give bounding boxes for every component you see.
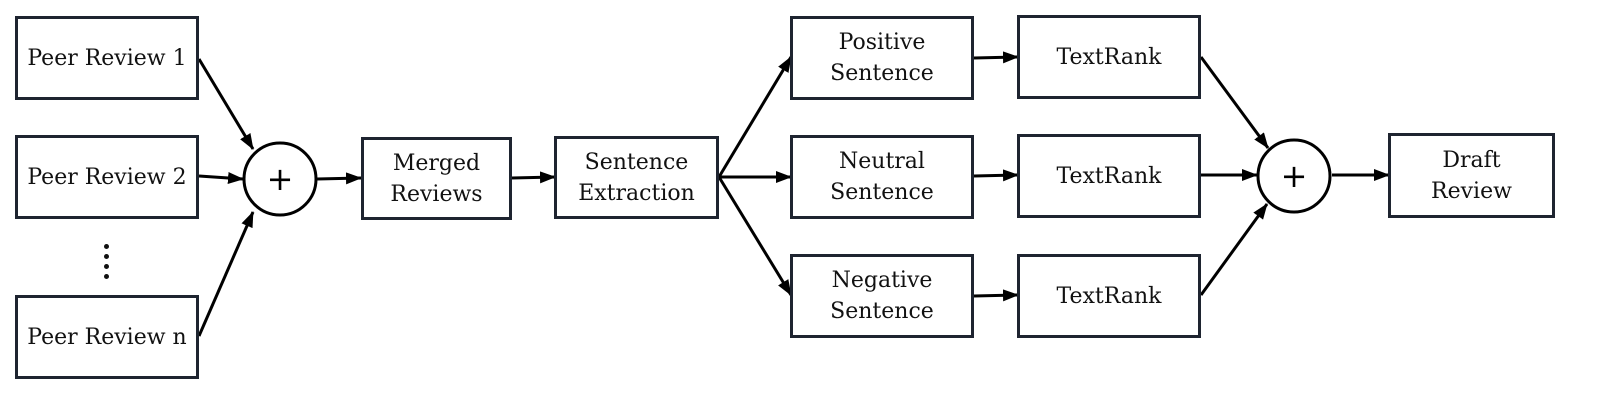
arrow-review1-to-merge — [197, 58, 255, 150]
arrow-extraction-to-positive — [717, 56, 793, 178]
peer-review-1-label: Peer Review 1 — [27, 45, 187, 71]
textrank-top-box: TextRank — [1017, 15, 1201, 99]
sentence-extraction-label: Sentence Extraction — [578, 149, 695, 206]
peer-review-n-label: Peer Review n — [27, 324, 187, 350]
merged-reviews-label: Merged Reviews — [390, 150, 483, 207]
textrank-middle-label: TextRank — [1056, 163, 1162, 189]
arrow-reviewn-to-merge — [197, 211, 255, 337]
arrow-merged-to-extraction — [511, 171, 556, 184]
arrow-merge-to-merged — [316, 172, 362, 185]
arrow-neutral-to-rank — [973, 169, 1019, 182]
positive-sentence-label: Positive Sentence — [830, 30, 934, 86]
merged-reviews-box: Merged Reviews — [361, 137, 512, 220]
textrank-middle-box: TextRank — [1017, 134, 1201, 218]
peer-review-n-box: Peer Review n — [15, 295, 199, 379]
arrow-negative-to-rank — [973, 289, 1019, 302]
merge-symbol: + — [267, 160, 294, 198]
peer-review-1-box: Peer Review 1 — [15, 16, 199, 100]
arrow-rank-bottom-to-combine — [1199, 203, 1269, 296]
textrank-bottom-label: TextRank — [1056, 283, 1162, 309]
peer-review-2-box: Peer Review 2 — [15, 135, 199, 219]
ellipsis-dots — [104, 244, 110, 280]
arrow-rank-top-to-combine — [1199, 56, 1270, 149]
neutral-sentence-label: Neutral Sentence — [830, 149, 934, 205]
arrow-review2-to-merge — [198, 171, 244, 184]
negative-sentence-label: Negative Sentence — [830, 268, 934, 324]
arrow-positive-to-rank — [973, 51, 1019, 64]
textrank-bottom-box: TextRank — [1017, 254, 1201, 338]
peer-review-2-label: Peer Review 2 — [27, 164, 187, 190]
positive-sentence-box: Positive Sentence — [790, 16, 974, 100]
combine-node — [1256, 138, 1332, 214]
combine-symbol: + — [1281, 157, 1308, 195]
arrow-extraction-to-negative — [717, 176, 793, 296]
draft-review-box: Draft Review — [1388, 133, 1555, 218]
neutral-sentence-box: Neutral Sentence — [790, 135, 974, 219]
draft-review-label: Draft Review — [1431, 147, 1512, 204]
sentence-extraction-box: Sentence Extraction — [554, 136, 719, 219]
negative-sentence-box: Negative Sentence — [790, 254, 974, 338]
merge-node — [242, 141, 318, 217]
textrank-top-label: TextRank — [1056, 44, 1162, 70]
